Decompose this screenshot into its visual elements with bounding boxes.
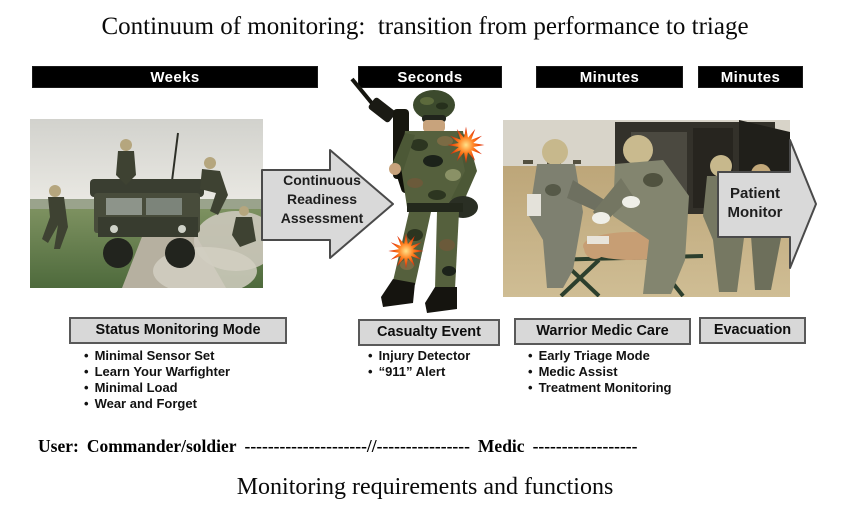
patient-monitor-arrow (717, 139, 817, 269)
bullet-icon: • (84, 348, 89, 363)
phase-box-evacuation: Evacuation (699, 317, 806, 344)
bullet-icon: • (84, 380, 89, 395)
time-bar-minutes-1: Minutes (536, 66, 683, 88)
bullet-item: •Medic Assist (528, 364, 618, 379)
continuous-readiness-arrow-label: Continuous Readiness Assessment (266, 171, 378, 228)
arrow-label-line: Readiness (286, 191, 358, 207)
bullet-item: •“911” Alert (368, 364, 446, 379)
bullet-item: •Minimal Load (84, 380, 178, 395)
bullet-icon: • (528, 380, 533, 395)
dashes-left: --------------------- (244, 436, 367, 456)
bullet-item: •Learn Your Warfighter (84, 364, 231, 379)
arrow-label-line: Patient (729, 185, 780, 202)
warrior-medic-care-bullets: •Early Triage Mode •Medic Assist •Treatm… (528, 348, 671, 396)
time-bar-minutes-2: Minutes (698, 66, 803, 88)
user-prefix: User: (38, 436, 79, 456)
casualty-event-bullets: •Injury Detector •“911” Alert (368, 348, 470, 380)
arrow-label-line: Monitor (727, 204, 783, 221)
arrow-label-line: Assessment (280, 210, 364, 226)
bullet-item: •Minimal Sensor Set (84, 348, 215, 363)
slide-title: Continuum of monitoring: transition from… (101, 13, 749, 40)
patient-monitor-arrow-label: Patient Monitor (716, 184, 794, 222)
dashes-mid: ---------------- (376, 436, 470, 456)
time-bar-seconds: Seconds (358, 66, 502, 88)
user-continuum-line: User:Commander/soldier------------------… (38, 436, 838, 457)
soldiers-dismounting-humvee-photo (30, 119, 263, 288)
phase-box-status-monitoring-mode: Status Monitoring Mode (69, 317, 287, 344)
bullet-icon: • (368, 348, 373, 363)
dashes-right: ------------------ (532, 436, 638, 456)
user-left-role: Commander/soldier (86, 436, 237, 456)
bullet-icon: • (528, 348, 533, 363)
bullet-icon: • (368, 364, 373, 379)
bullet-icon: • (84, 364, 89, 379)
bullet-item: •Injury Detector (368, 348, 471, 363)
bullet-icon: • (528, 364, 533, 379)
break-mark: // (366, 436, 377, 456)
slide-caption: Monitoring requirements and functions (236, 474, 614, 500)
arrow-label-line: Continuous (283, 172, 361, 188)
standing-soldier-figure (350, 77, 485, 313)
phase-box-casualty-event: Casualty Event (358, 319, 500, 346)
time-bar-weeks: Weeks (32, 66, 318, 88)
status-monitoring-bullets: •Minimal Sensor Set •Learn Your Warfight… (84, 348, 230, 412)
rifle-icon (350, 77, 377, 109)
bullet-item: •Wear and Forget (84, 396, 197, 411)
bullet-item: •Treatment Monitoring (528, 380, 672, 395)
phase-box-warrior-medic-care: Warrior Medic Care (514, 318, 691, 345)
bullet-item: •Early Triage Mode (528, 348, 650, 363)
bullet-icon: • (84, 396, 89, 411)
user-right-role: Medic (477, 436, 525, 456)
medics-treating-casualty-photo (503, 120, 790, 297)
continuous-readiness-arrow (261, 149, 394, 259)
